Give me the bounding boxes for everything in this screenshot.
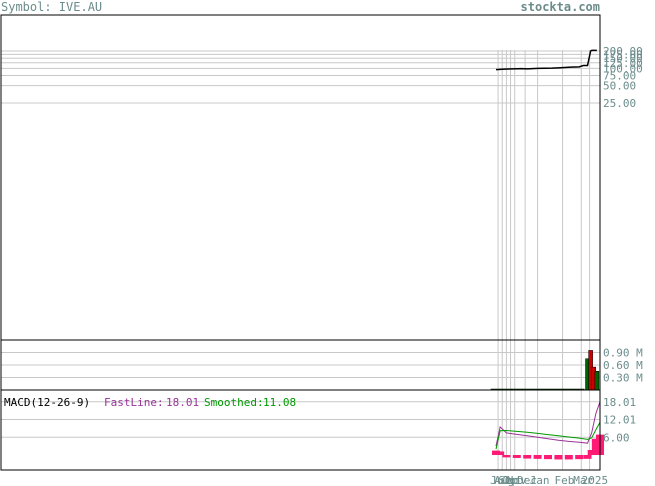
macd-smoothed-value: 11.08	[263, 396, 296, 409]
x-axis-label: Mar	[573, 474, 593, 486]
macd-title: MACD(12-26-9)	[4, 396, 90, 409]
macd-histogram-bar	[496, 451, 505, 455]
macd-tick-label: 12.01	[603, 414, 636, 427]
macd-histogram-bar	[502, 455, 511, 458]
volume-panel	[490, 350, 600, 391]
macd-histogram-bar	[492, 450, 500, 455]
price-line	[495, 49, 597, 71]
macd-fast-label: FastLine:	[104, 396, 164, 409]
macd-tick-label: 18.01	[603, 396, 636, 409]
x-axis-label: Nov	[507, 474, 527, 486]
macd-panel	[492, 401, 604, 460]
macd-histogram-bar	[564, 455, 573, 460]
price-tick-label: 150.00	[603, 52, 643, 65]
x-axis-label: Feb	[555, 474, 575, 486]
price-tick-label: 25.00	[603, 97, 636, 110]
macd-histogram-bar	[583, 455, 592, 459]
macd-histogram-bar	[533, 455, 542, 459]
macd-histogram-bar	[544, 455, 552, 460]
macd-tick-label: 6.00	[603, 431, 630, 444]
panel-frames	[0, 14, 601, 471]
x-axis-label: Jul	[490, 474, 510, 486]
x-axis-label: Dec	[517, 474, 537, 486]
x-axis-label: Oct	[503, 474, 523, 486]
grid-lines	[1, 50, 600, 470]
macd-histogram-bar	[591, 438, 600, 455]
macd-fast-line	[495, 401, 601, 447]
macd-histogram-bar	[512, 455, 521, 458]
price-tick-label: 50.00	[603, 80, 636, 93]
macd-histogram-bar	[554, 455, 563, 460]
symbol-label: Symbol: IVE.AU	[1, 0, 103, 14]
x-axis-label: Sep	[498, 474, 518, 486]
price-tick-label: 200.00	[603, 45, 643, 58]
x-axis-label: 2025	[582, 474, 609, 486]
macd-smoothed-label: Smoothed:	[204, 396, 264, 409]
price-tick-label: 75.00	[603, 70, 636, 83]
macd-histogram-bar	[587, 449, 596, 455]
volume-bar	[594, 371, 600, 391]
price-tick-label: 175.00	[603, 48, 643, 61]
volume-tick-label: 0.60 M	[603, 359, 643, 372]
volume-tick-label: 0.30 M	[603, 372, 643, 385]
site-name[interactable]: stockta.com	[520, 0, 600, 14]
macd-fast-value: 18.01	[166, 396, 199, 409]
x-axis-label: Jan	[530, 474, 550, 486]
macd-smoothed-line	[495, 422, 601, 450]
x-axis-label: Aug	[494, 474, 514, 486]
macd-frame	[0, 389, 601, 471]
price-tick-label: 100.00	[603, 62, 643, 75]
price-tick-label: 125.00	[603, 57, 643, 70]
macd-histogram-bar	[575, 455, 584, 460]
price-panel	[495, 49, 597, 71]
volume-tick-label: 0.90 M	[603, 347, 643, 360]
macd-histogram-bar	[523, 455, 532, 459]
axis-labels: 200.00175.00150.00125.00100.0075.0050.00…	[4, 45, 643, 486]
